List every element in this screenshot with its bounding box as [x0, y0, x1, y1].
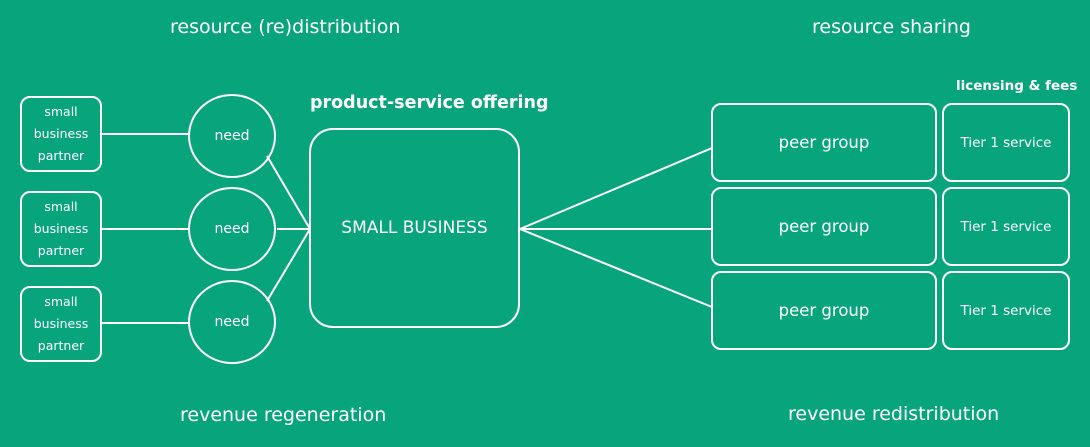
peer-group-box: peer group [711, 271, 937, 350]
partner-line: partner [37, 148, 85, 163]
top-right-label: resource sharing [812, 16, 971, 38]
tier-service-box: Tier 1 service [942, 187, 1070, 266]
licensing-label: licensing & fees [956, 78, 1078, 94]
hub-label: SMALL BUSINESS [341, 218, 488, 238]
partner-line: small [44, 104, 78, 119]
partner-box: small business partner [20, 286, 102, 362]
partner-line: small [44, 294, 78, 309]
need-label: need [214, 221, 250, 237]
need-node: need [188, 280, 276, 364]
need-hub-connector [266, 155, 311, 230]
need-hub-connector [266, 228, 311, 302]
tier-service-box: Tier 1 service [942, 103, 1070, 182]
offering-label: product-service offering [310, 93, 549, 113]
peer-group-box: peer group [711, 103, 937, 182]
partner-box: small business partner [20, 96, 102, 172]
tier-service-label: Tier 1 service [960, 302, 1052, 319]
partner-box: small business partner [20, 191, 102, 267]
partner-line: business [33, 126, 89, 141]
tier-service-box: Tier 1 service [942, 271, 1070, 350]
peer-group-label: peer group [778, 217, 870, 236]
partner-line: partner [37, 243, 85, 258]
need-node: need [188, 94, 276, 178]
top-left-label: resource (re)distribution [170, 16, 401, 38]
hub-peer-connector [519, 147, 713, 230]
peer-group-label: peer group [778, 133, 870, 152]
bottom-right-label: revenue redistribution [788, 403, 1000, 425]
partner-line: business [33, 316, 89, 331]
partner-line: partner [37, 338, 85, 353]
hub-peer-connector [519, 228, 713, 308]
peer-group-box: peer group [711, 187, 937, 266]
need-node: need [188, 187, 276, 271]
tier-service-label: Tier 1 service [960, 134, 1052, 151]
small-business-hub: SMALL BUSINESS [309, 128, 520, 328]
partner-line: business [33, 221, 89, 236]
bottom-left-label: revenue regeneration [180, 404, 387, 426]
peer-group-label: peer group [778, 301, 870, 320]
partner-line: small [44, 199, 78, 214]
need-label: need [214, 314, 250, 330]
tier-service-label: Tier 1 service [960, 218, 1052, 235]
need-label: need [214, 128, 250, 144]
